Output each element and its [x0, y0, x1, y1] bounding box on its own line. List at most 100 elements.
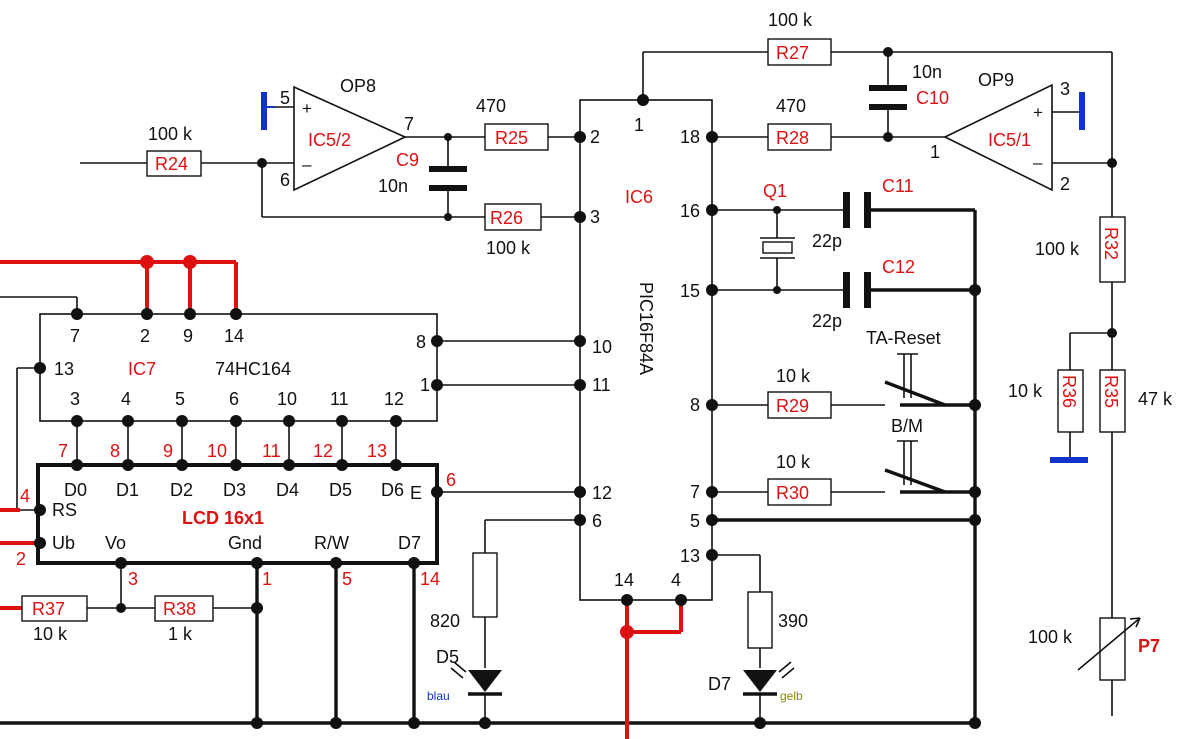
- capacitor-c10: C10 10n: [869, 62, 949, 110]
- op8-pin-out: 7: [404, 114, 414, 134]
- r37-value: 10 k: [33, 624, 68, 644]
- ic6-pin-1: 1: [634, 115, 644, 135]
- d5-color: blau: [427, 689, 450, 703]
- lcd-module: 7 8 9 10 11 12 13 D0 D1 D2 D3 D4 D5 D6 E…: [16, 441, 456, 589]
- lcd-d5: D5: [329, 480, 352, 500]
- ic7-pin-10: 10: [277, 389, 297, 409]
- op9-pin-out: 1: [930, 142, 940, 162]
- p7-ref: P7: [1138, 636, 1160, 656]
- r29-ref: R29: [776, 396, 809, 416]
- ic7-74hc164: 7 2 9 14 13 IC7 74HC164 8 1 3 4 5 6 10 1…: [39, 313, 438, 422]
- r25-ref: R25: [495, 128, 528, 148]
- crystal-q1: Q1: [760, 181, 795, 259]
- op8-pin-minus: 6: [280, 170, 290, 190]
- ic7-pin-3: 3: [70, 389, 80, 409]
- op-amp-op9: + – 3 2 1 OP9 IC5/1: [930, 70, 1070, 194]
- lcd-pin-8: 8: [110, 441, 120, 461]
- ic7-pin-7: 7: [70, 326, 80, 346]
- capacitor-c12: C12 22p: [812, 257, 915, 331]
- ic6-pin-4: 4: [671, 570, 681, 590]
- lcd-d2: D2: [170, 480, 193, 500]
- ic6-pin-6: 6: [592, 511, 602, 531]
- op8-pin-plus: 5: [280, 88, 290, 108]
- lcd-rw-label: R/W: [314, 533, 349, 553]
- ic7-pin-4: 4: [121, 389, 131, 409]
- r24-value: 100 k: [148, 124, 193, 144]
- ground-symbols: [261, 92, 1088, 463]
- c9-ref: C9: [396, 150, 419, 170]
- ic7-pin-14: 14: [224, 326, 244, 346]
- ic6-pin-2: 2: [590, 127, 600, 147]
- resistor-r26: R26 100 k: [484, 203, 542, 258]
- lcd-gnd-label: Gnd: [228, 533, 262, 553]
- d5-ref: D5: [436, 647, 459, 667]
- q1-ref: Q1: [763, 181, 787, 201]
- op9-plus: +: [1033, 103, 1043, 122]
- lcd-title: LCD 16x1: [182, 508, 264, 528]
- ic6-pin-12: 12: [592, 483, 612, 503]
- c12-ref: C12: [882, 257, 915, 277]
- led-d7: D7 gelb: [708, 661, 803, 723]
- resistor-r38: R38 1 k: [154, 595, 214, 644]
- r-d7-value: 390: [778, 611, 808, 631]
- r35-ref: R35: [1101, 375, 1121, 408]
- r27-value: 100 k: [768, 10, 813, 30]
- ic7-pin-11: 11: [330, 389, 349, 409]
- r38-value: 1 k: [168, 624, 193, 644]
- resistor-led-d7: 390: [747, 591, 808, 649]
- d7-ref: D7: [708, 674, 731, 694]
- ic7-ref: IC7: [128, 359, 156, 379]
- op8-name: OP8: [340, 76, 376, 96]
- lcd-d1: D1: [116, 480, 139, 500]
- resistor-r36: R36 10 k: [1008, 369, 1084, 433]
- lcd-e-pin: 6: [446, 470, 456, 490]
- ic6-pin-10: 10: [592, 337, 612, 357]
- resistor-r35: R35 47 k: [1099, 369, 1173, 433]
- resistor-r24: R24 100 k: [146, 124, 202, 177]
- r36-ref: R36: [1059, 375, 1079, 408]
- resistor-r25: R25 470: [476, 96, 549, 151]
- r38-ref: R38: [163, 599, 196, 619]
- ic7-pin-9: 9: [183, 326, 193, 346]
- capacitors: C9 10n C10 10n C11 22p C12 22p: [378, 62, 949, 331]
- r27-ref: R27: [776, 43, 809, 63]
- r32-value: 100 k: [1035, 239, 1080, 259]
- lcd-d7-pin: 14: [420, 569, 440, 589]
- lcd-gnd-pin: 1: [262, 569, 272, 589]
- op9-pin-minus: 2: [1060, 174, 1070, 194]
- ic6-pin-11: 11: [592, 375, 611, 395]
- ic6-pin-18: 18: [680, 127, 700, 147]
- r28-ref: R28: [776, 128, 809, 148]
- r37-ref: R37: [32, 599, 65, 619]
- r30-value: 10 k: [776, 452, 811, 472]
- ic7-pin-8: 8: [416, 332, 426, 352]
- lcd-d3: D3: [223, 480, 246, 500]
- capacitor-c9: C9 10n: [378, 150, 467, 196]
- potentiometer-p7: P7 100 k: [1028, 617, 1160, 681]
- r24-ref: R24: [155, 154, 188, 174]
- d7-color: gelb: [780, 689, 803, 703]
- r26-ref: R26: [490, 208, 523, 228]
- resistor-r27: R27 100 k: [767, 10, 832, 66]
- c10-ref: C10: [916, 88, 949, 108]
- ic6-pin-13: 13: [680, 546, 700, 566]
- ic7-pin-5: 5: [175, 389, 185, 409]
- ic7-pin-6: 6: [229, 389, 239, 409]
- switch-bm-label: B/M: [891, 416, 923, 436]
- resistor-r37: R37 10 k: [21, 595, 88, 644]
- c11-ref: C11: [882, 176, 914, 196]
- switch-reset-label: TA-Reset: [866, 328, 941, 348]
- op-amp-op8: + – 5 6 7 OP8 IC5/2: [280, 76, 414, 192]
- ic7-pin-1: 1: [420, 375, 430, 395]
- lcd-rs-pin: 4: [20, 486, 30, 506]
- lcd-pin-12: 12: [313, 441, 333, 461]
- op9-minus: –: [1033, 153, 1043, 172]
- lcd-rw-pin: 5: [342, 569, 352, 589]
- ic6-type: PIC16F84A: [636, 282, 656, 375]
- c12-value: 22p: [812, 311, 842, 331]
- lcd-d4: D4: [276, 480, 299, 500]
- op8-plus: +: [302, 99, 312, 118]
- led-d5: D5 blau: [427, 647, 502, 723]
- r36-value: 10 k: [1008, 381, 1043, 401]
